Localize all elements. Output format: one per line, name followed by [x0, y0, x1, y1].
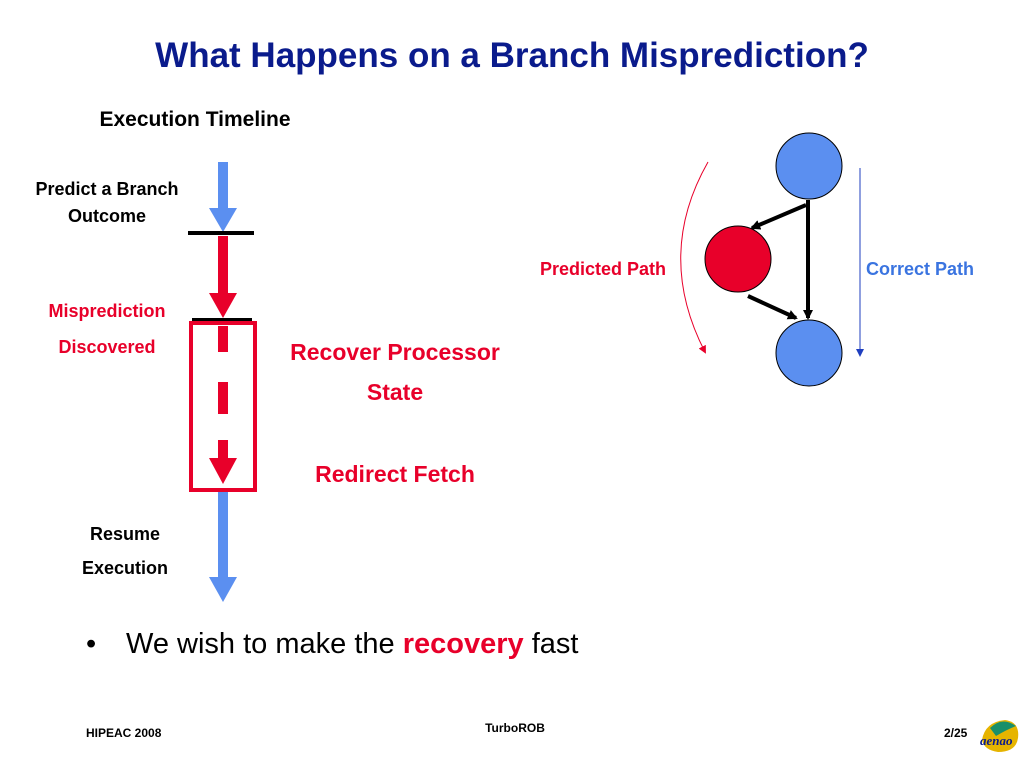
recover-label: Recover Processor State: [250, 332, 540, 412]
page-number: 2/25: [944, 726, 968, 740]
bullet-item: • We wish to make the recovery fast: [86, 628, 578, 661]
bullet-marker: •: [86, 628, 97, 660]
footer-left: HIPEAC 2008: [86, 726, 162, 740]
timeline-blue-arrow-bottom: [209, 492, 237, 602]
recover-label-line2: State: [366, 379, 424, 405]
node-top: [775, 132, 843, 200]
correct-path-label: Correct Path: [866, 259, 975, 279]
footer-center: TurboROB: [485, 721, 545, 735]
timeline-red-arrow: [209, 236, 237, 318]
recover-label-line1: Recover Processor: [290, 339, 500, 365]
bullet-highlight: recovery: [402, 628, 524, 660]
misprediction-label-line2: Discovered: [58, 337, 156, 357]
logo-text: aenao: [980, 733, 1013, 748]
timeline-blue-arrow-top: [209, 162, 237, 232]
node-predicted: [704, 225, 772, 293]
predict-label-line2: Outcome: [67, 206, 146, 226]
predicted-path-label: Predicted Path: [539, 259, 666, 279]
bullet-suffix: fast: [531, 628, 579, 660]
resume-label-line1: Resume: [89, 524, 161, 544]
bullet-prefix: We wish to make the: [126, 628, 395, 660]
misprediction-label: Misprediction Discovered: [22, 293, 192, 365]
timeline-heading: Execution Timeline: [99, 108, 291, 131]
aenao-logo: aenao: [980, 720, 1019, 752]
edge-top-to-red: [750, 203, 807, 230]
resume-label: Resume Execution: [50, 517, 200, 585]
node-correct: [775, 319, 843, 387]
edge-red-to-bottom: [747, 294, 798, 320]
resume-label-line2: Execution: [81, 558, 169, 578]
redirect-fetch-label: Redirect Fetch: [315, 461, 475, 487]
timeline-dashed-red-arrow: [209, 326, 237, 484]
recovery-box: [189, 321, 257, 492]
predicted-path-arrow: [680, 161, 709, 354]
misprediction-label-line1: Misprediction: [48, 301, 166, 321]
slide-title: What Happens on a Branch Misprediction?: [155, 36, 869, 75]
predict-label: Predict a Branch Outcome: [10, 176, 204, 230]
predict-label-line1: Predict a Branch: [35, 179, 179, 199]
